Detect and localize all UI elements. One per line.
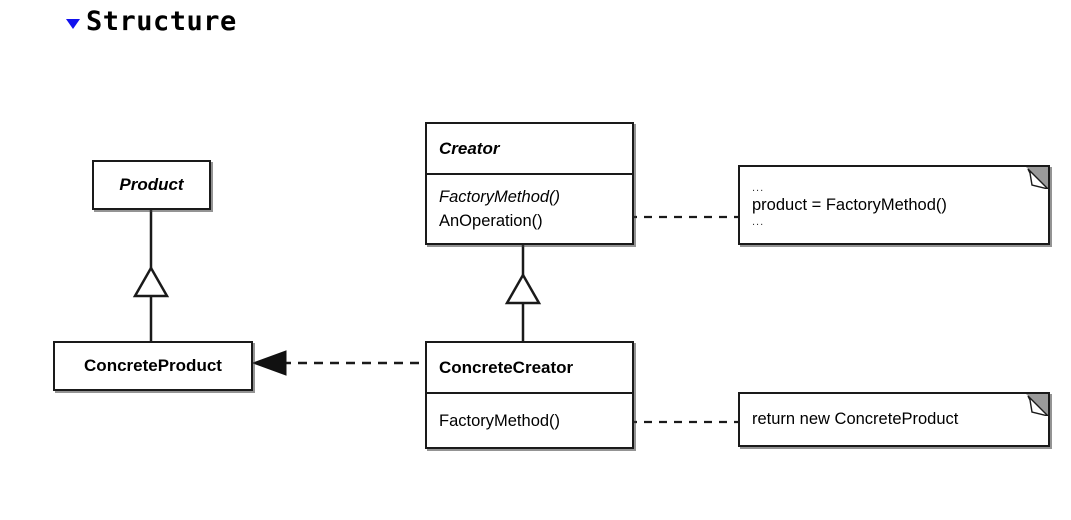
triangle-down-icon[interactable] <box>66 18 80 29</box>
section-header: Structure <box>66 8 237 35</box>
uml-note-factorymethod[interactable]: return new ConcreteProduct <box>738 392 1050 447</box>
note1-line-1: ... <box>752 181 765 194</box>
note1-line-3: ... <box>752 216 765 229</box>
concretecreator-name-compartment: ConcreteCreator <box>427 343 632 392</box>
concreteproduct-name-compartment: ConcreteProduct <box>55 343 251 389</box>
concretecreator-operation-factorymethod: FactoryMethod() <box>439 411 561 430</box>
note1-line-2: product = FactoryMethod() <box>752 195 947 214</box>
creator-name-compartment: Creator <box>427 124 632 173</box>
generalization-creator <box>504 245 542 341</box>
note2-line-1: return new ConcreteProduct <box>752 410 959 429</box>
product-class-name: Product <box>119 175 184 195</box>
uml-class-concreteproduct[interactable]: ConcreteProduct <box>53 341 253 391</box>
section-title: Structure <box>86 6 237 37</box>
dependency-concretecreator-concreteproduct <box>251 350 425 376</box>
uml-class-creator[interactable]: Creator FactoryMethod() AnOperation() <box>425 122 634 245</box>
creator-operations-compartment: FactoryMethod() AnOperation() <box>427 173 632 245</box>
concreteproduct-class-name: ConcreteProduct <box>84 356 222 376</box>
generalization-product <box>132 210 170 341</box>
concretecreator-operations-compartment: FactoryMethod() <box>427 392 632 449</box>
uml-class-product[interactable]: Product <box>92 160 211 210</box>
uml-class-concretecreator[interactable]: ConcreteCreator FactoryMethod() <box>425 341 634 449</box>
creator-operation-anoperation: AnOperation() <box>439 212 543 230</box>
creator-operation-factorymethod: FactoryMethod() <box>439 188 561 207</box>
product-name-compartment: Product <box>94 162 209 208</box>
creator-class-name: Creator <box>439 138 500 158</box>
uml-note-anoperation[interactable]: ... product = FactoryMethod() ... <box>738 165 1050 245</box>
concretecreator-class-name: ConcreteCreator <box>439 357 574 377</box>
